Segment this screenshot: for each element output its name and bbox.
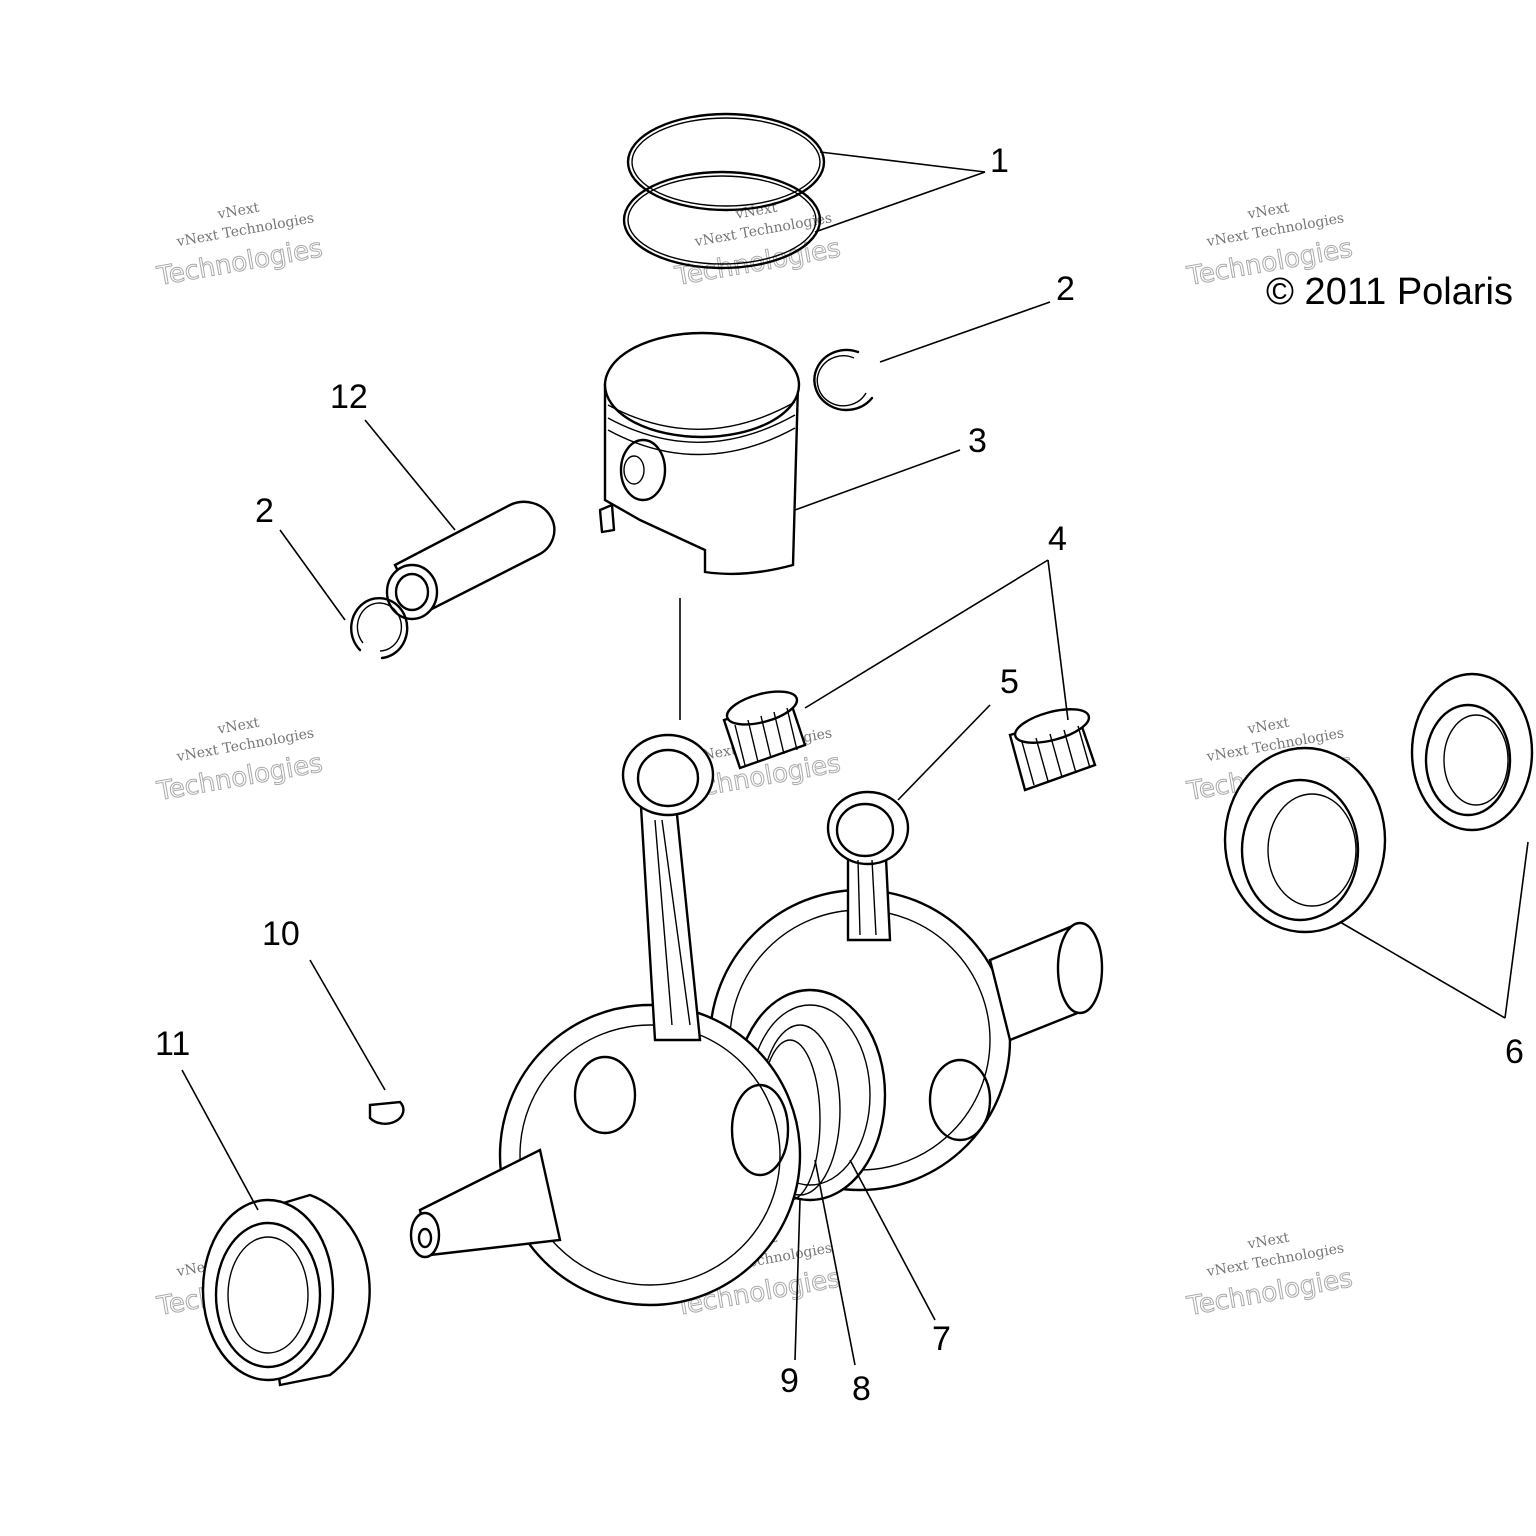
piston-pin: [385, 500, 556, 621]
svg-text:vNext: vNext: [215, 715, 260, 738]
circlip-right: [813, 348, 874, 412]
callout-1: 1: [990, 142, 1009, 180]
piston-rings: [622, 112, 826, 270]
roller-bearing: [201, 1193, 371, 1387]
copyright-text: © 2011 Polaris: [1266, 271, 1513, 313]
woodruff-key: [368, 1100, 405, 1125]
callout-7: 7: [932, 1320, 951, 1358]
callouts: 1 2 3 4 5 6 7 8 9 10 11 12 2: [155, 142, 1524, 1408]
callout-12: 12: [330, 378, 368, 416]
svg-text:vNext: vNext: [733, 200, 778, 223]
connecting-rod-front: [621, 733, 715, 1042]
callout-2-left: 2: [255, 492, 274, 530]
needle-bearing-right: [1008, 708, 1097, 792]
callout-8: 8: [852, 1370, 871, 1408]
svg-text:vNext: vNext: [1245, 200, 1290, 223]
svg-text:vNext: vNext: [215, 200, 260, 223]
callout-9: 9: [780, 1362, 799, 1400]
piston: [598, 331, 801, 576]
callout-10: 10: [262, 915, 300, 953]
leader-lines: [181, 151, 1529, 1366]
callout-2-right: 2: [1056, 270, 1075, 308]
svg-text:vNext: vNext: [1245, 1230, 1290, 1253]
main-bearing-lower: [1223, 746, 1387, 934]
callout-11: 11: [155, 1025, 190, 1063]
callout-4: 4: [1048, 520, 1067, 558]
watermark: vNext vNext Technologies Technologies: [1184, 1230, 1356, 1323]
watermark: vNext vNext Technologies Technologies: [154, 200, 326, 293]
needle-bearing-left: [722, 690, 807, 770]
callout-5: 5: [1000, 663, 1019, 701]
watermark: vNext vNext Technologies Technologies: [154, 715, 326, 808]
callout-3: 3: [968, 422, 987, 460]
crankshaft-assembly: [409, 888, 1104, 1307]
main-bearing-upper: [1410, 672, 1534, 832]
circlip-left: [350, 596, 409, 660]
connecting-rod-rear: [826, 790, 910, 942]
callout-6: 6: [1505, 1033, 1524, 1071]
svg-text:vNext: vNext: [1245, 715, 1290, 738]
